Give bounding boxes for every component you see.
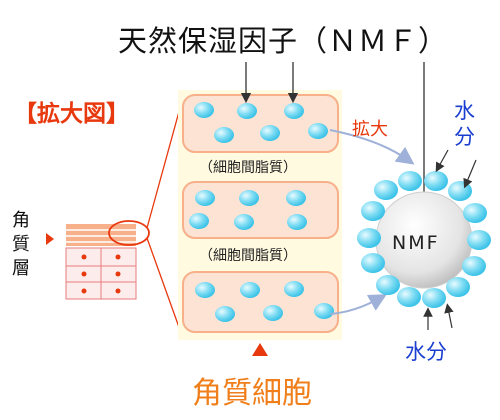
diagram-title: 天然保湿因子（ＮＭＦ）	[118, 24, 449, 58]
zoom-label: 【拡大図】	[14, 101, 129, 127]
zoom-line-bottom	[146, 237, 181, 331]
corneocyte-label: 角質細胞	[192, 376, 312, 411]
enlarge-arrow-bottom	[329, 294, 387, 315]
lipid-label-1: （細胞間脂質）	[199, 160, 297, 176]
zoom-line-top	[146, 107, 181, 229]
nmf-molecule	[357, 171, 491, 308]
stratum-illustration	[46, 224, 137, 300]
corneocyte-3	[182, 271, 339, 333]
lipid-label-2: （細胞間脂質）	[199, 248, 297, 264]
corneocyte-marker-icon	[252, 343, 268, 356]
water-label-bottom: 水分	[405, 340, 447, 364]
nmf-core-label: NMF	[392, 232, 440, 254]
enlarge-arrow-top	[329, 129, 415, 165]
water-arrow-4	[444, 303, 454, 329]
water-label-top: 水分	[454, 99, 475, 149]
stratum-label-3: 層	[12, 258, 30, 279]
pointer-triangle-icon	[46, 233, 54, 245]
water-arrow-2	[463, 159, 477, 189]
stratum-label-1: 角	[12, 210, 30, 231]
zoom-ellipse	[108, 220, 150, 246]
enlarge-label: 拡大	[352, 119, 388, 140]
water-arrow-1	[435, 149, 449, 173]
stratum-label-2: 質	[12, 234, 30, 255]
nmf-droplets	[189, 102, 334, 322]
